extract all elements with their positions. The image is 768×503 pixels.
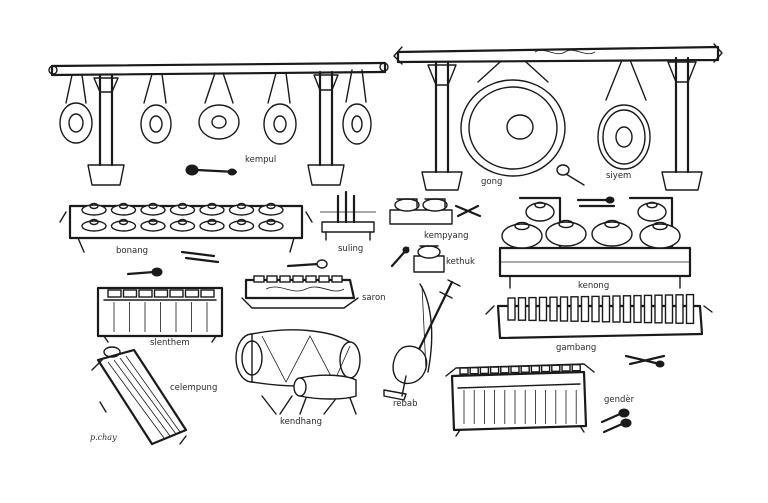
label-bonang: bonang [116,246,148,256]
kenong-mallets-icon [576,196,616,208]
kempul-gong-1 [59,74,93,144]
siyem-instrument [597,59,651,170]
kethuk-mallet-icon [390,246,410,268]
celempung-instrument [91,346,188,446]
label-slenthem: slenthem [150,338,190,348]
label-siyem: siyem [606,171,631,181]
label-kempul: kempul [245,155,276,165]
label-kendhang: kendhang [280,417,322,427]
label-gambang: gambang [556,343,596,353]
rebab-bow-icon [419,283,433,373]
label-kethuk: kethuk [446,257,475,267]
label-kempyang: kempyang [424,231,469,241]
kempyang-mallets-icon [454,204,482,218]
saron-mallet-icon [286,259,328,269]
saron-instrument [241,275,359,309]
kempyang-instrument [389,198,453,225]
label-gender: gendèr [604,394,635,405]
gong-rack [393,43,723,191]
gambang-instrument [485,293,713,340]
bonang-mallets-icon [180,250,220,264]
rebab-instrument [383,279,461,401]
slenthem-instrument [96,286,224,343]
gong-mallet-icon [556,164,585,186]
kendhang-instrument [235,329,361,415]
label-celempung: celempung [170,383,217,393]
gender-mallets-icon [600,408,632,434]
bonang-instrument [59,202,313,253]
kempul-gong-5 [342,69,372,145]
gender-instrument [445,363,595,437]
kempul-mallet-icon [185,164,238,176]
label-saron: saron [362,293,386,303]
slenthem-mallet-icon [126,267,163,277]
suling-instrument [320,190,376,241]
label-suling: suling [338,244,363,254]
kempul-gong-2 [140,73,172,144]
kempul-gong-3 [198,72,240,140]
kethuk-instrument [413,245,445,273]
kenong-instrument [498,196,692,289]
kempul-rack [48,61,389,186]
celempung-tuner-icon [99,401,107,413]
label-rebab: rebab [393,399,418,409]
label-gong: gong [481,177,502,187]
label-kenong: kenong [578,281,609,291]
artist-signature: p.chay [90,433,117,442]
kempul-gong-4 [263,72,297,145]
gong-instrument [460,61,566,177]
gambang-mallets-icon [624,354,666,368]
